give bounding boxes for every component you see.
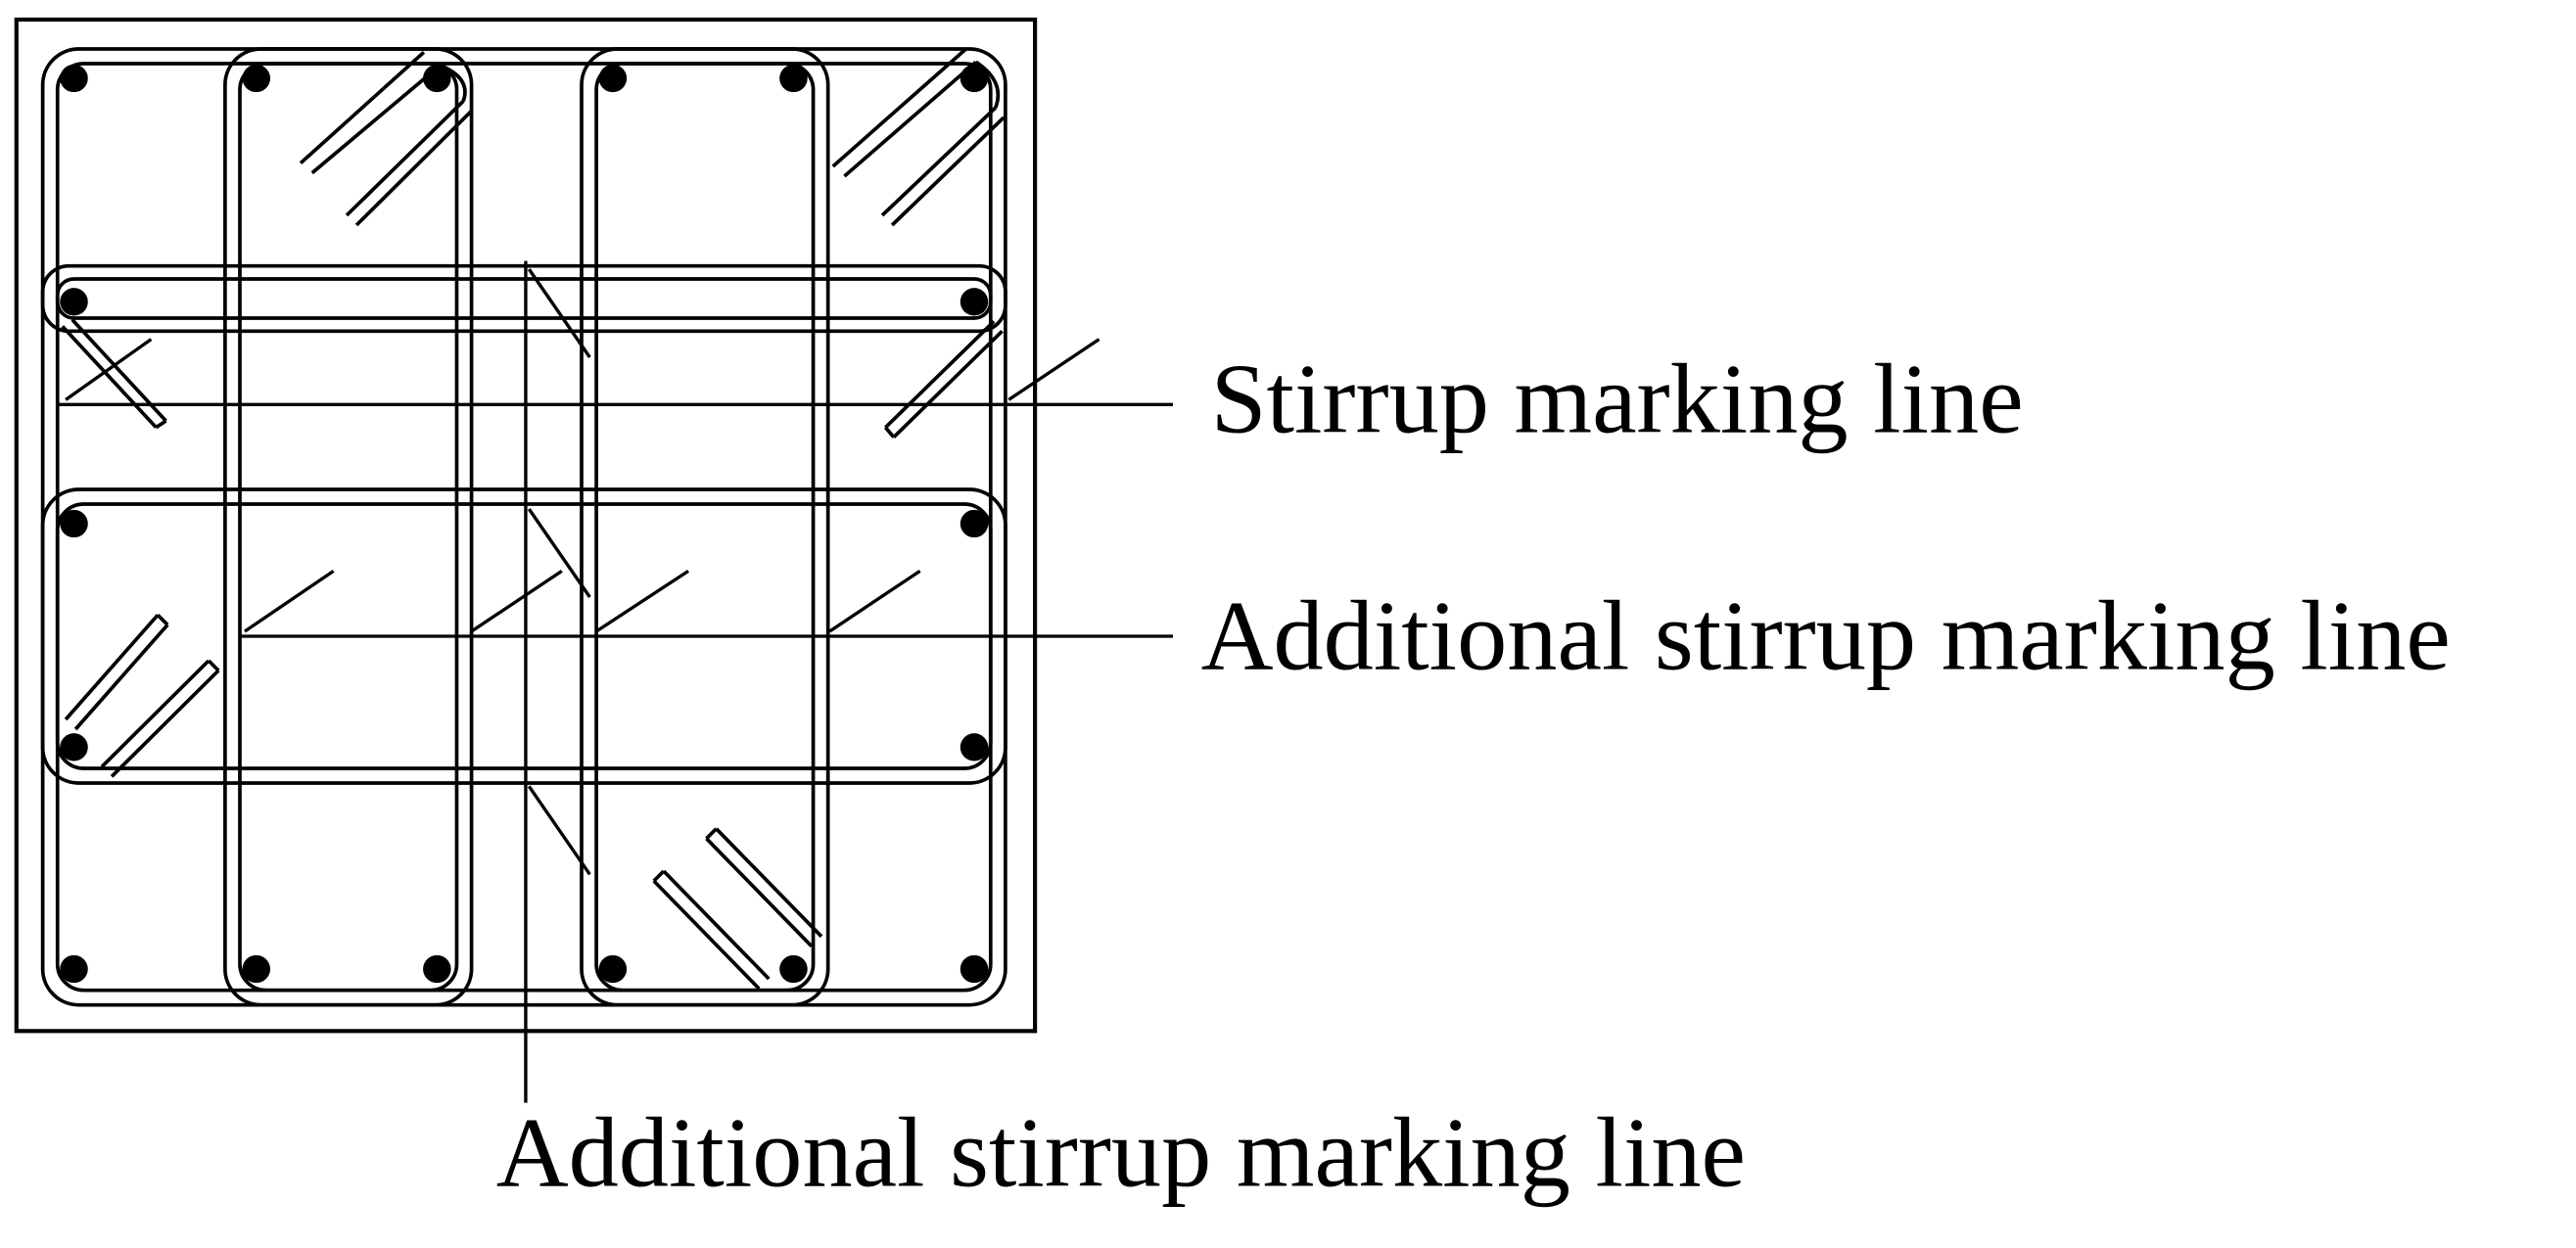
- label-additional-stirrup-marking-line-right: Additional stirrup marking line: [1201, 581, 2451, 692]
- outer-stirrup: [40, 47, 1007, 1007]
- additional-marking-line-vertical: [524, 260, 591, 1103]
- label-additional-stirrup-marking-line-bottom: Additional stirrup marking line: [496, 1098, 1746, 1209]
- stirrup-hooks: [61, 47, 1006, 991]
- additional-marking-line-horizontal: [239, 569, 1174, 638]
- vertical-stirrup-left: [223, 47, 474, 1007]
- stirrup-marking-line: [57, 338, 1174, 406]
- label-stirrup-marking-line: Stirrup marking line: [1211, 345, 2024, 455]
- horizontal-stirrup-upper: [40, 263, 1007, 334]
- longitudinal-bars: [60, 64, 989, 984]
- vertical-stirrup-right: [580, 47, 830, 1007]
